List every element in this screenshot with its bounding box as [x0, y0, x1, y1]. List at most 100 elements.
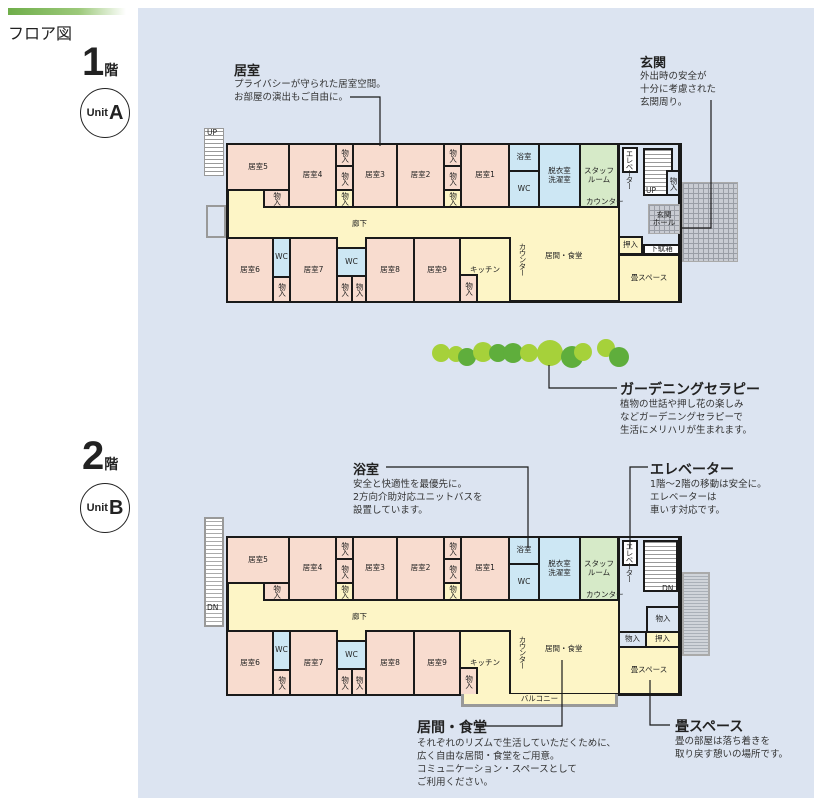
entrance-ramp: [682, 572, 710, 656]
room9: 居室9: [413, 630, 461, 696]
tatami-space-label: 畳スペース: [630, 273, 668, 283]
room2: 居室2: [396, 143, 445, 208]
unit-letter: A: [108, 101, 124, 124]
storage-label: 物入: [448, 564, 458, 578]
room4-label: 居室4: [302, 170, 323, 180]
bath: 浴室: [508, 143, 540, 172]
storage-label: 物入: [448, 541, 458, 555]
callout-line-tatami: [649, 680, 670, 726]
room5-label: 居室5: [248, 161, 268, 171]
wc-label: WC: [517, 183, 531, 193]
room8: 居室8: [365, 630, 415, 696]
entrance-deck: [682, 182, 738, 262]
room3-label: 居室3: [365, 170, 385, 180]
storage-label: 物入: [464, 282, 474, 295]
tree-icon: [503, 343, 523, 363]
storage-label: 物入: [655, 614, 671, 624]
balcony: バルコニー: [461, 694, 618, 707]
staff-counter-label: カウンター: [586, 590, 624, 599]
storage-label: 物入: [340, 148, 350, 162]
tatami-space: 畳スペース: [618, 646, 680, 695]
closet-label: 押入: [623, 240, 638, 250]
unit-letter: B: [108, 496, 124, 519]
tree-icon: [489, 344, 507, 362]
room7: 居室7: [289, 237, 338, 303]
callout-room-desc: プライバシーが守られた居室空間。 お部屋の演出もご自由に。: [234, 79, 386, 103]
storage-label: 物入: [340, 541, 350, 555]
callout-elevator-desc: 1階～2階の移動は安全に。 エレベーターは 車いす対応です。: [650, 479, 767, 516]
callout-line-room: [350, 96, 381, 146]
unit-label: Unit: [86, 502, 108, 514]
callout-bath-title: 浴室: [353, 463, 380, 478]
storage-label: 物入: [340, 675, 350, 689]
storage-label: 物入: [340, 282, 350, 296]
callout-tatami-title: 畳スペース: [675, 719, 744, 735]
storage: 物入: [646, 606, 680, 633]
callout-entrance-desc: 外出時の安全が 十分に考慮された 玄関周り。: [640, 71, 717, 108]
callout-gardening-desc: 植物の世話や押し花の楽しみ などガーデニングセラピーで 生活にメリハリが生まれま…: [620, 399, 753, 436]
room3-label: 居室3: [365, 563, 385, 573]
storage-label: 物入: [448, 585, 458, 598]
wc-label: WC: [345, 256, 358, 266]
callout-line-elevator: [629, 466, 648, 548]
tree-icon: [473, 342, 493, 362]
living-dining-label: 居間・食堂: [545, 644, 583, 653]
room1-label: 居室1: [475, 563, 495, 573]
kitchen-counter-label: カウンター: [518, 636, 527, 669]
storage-label: 物入: [340, 192, 350, 205]
storage-label: 物入: [340, 171, 350, 185]
callout-living-desc: それぞれのリズムで生活していただくために、 広く自由な居間・食堂をご用意。 コミ…: [417, 738, 616, 788]
storage-label: 物入: [464, 675, 474, 688]
storage-label: 物入: [625, 634, 640, 644]
storage-label: 物入: [448, 148, 458, 162]
room9-label: 居室9: [427, 657, 447, 667]
storage-label: 物入: [277, 676, 287, 689]
callout-line-bath: [386, 466, 529, 548]
room1: 居室1: [460, 143, 510, 208]
storage-label: 物入: [448, 192, 458, 205]
room2-label: 居室2: [410, 563, 431, 573]
staff-label: スタッフ ルーム: [584, 559, 614, 577]
tree-icon: [574, 343, 592, 361]
staff: スタッフ ルーム: [579, 143, 619, 208]
floor-suffix: 階: [104, 457, 119, 473]
elevator-label: エレベーター: [625, 543, 634, 582]
unit-label: Unit: [86, 107, 108, 119]
left-stairs-up-label: UP: [207, 128, 218, 137]
storage: 物入: [263, 189, 290, 208]
wc: WC: [336, 640, 367, 670]
callout-tatami-desc: 畳の部屋は落ち着きを 取り戻す憩いの場所です。: [675, 736, 789, 760]
callout-bath-desc: 安全と快適性を最優先に。 2方向介助対応ユニットバスを 設置しています。: [353, 479, 483, 516]
tree-icon: [432, 344, 450, 362]
closet: 押入: [618, 236, 643, 255]
elevator-car: [622, 147, 638, 173]
callout-entrance-title: 玄関: [640, 56, 667, 71]
floor-number: 1: [82, 40, 105, 84]
wc-label: WC: [345, 649, 358, 659]
storage-label: 物入: [355, 282, 365, 296]
wc: WC: [508, 563, 540, 601]
storage-label: 物入: [340, 585, 350, 598]
floor-2-heading: 2階: [82, 434, 118, 479]
storage-label: 物入: [355, 675, 365, 689]
entrance-hall-label: 玄関 ホール: [652, 209, 676, 227]
balcony-label: バルコニー: [520, 693, 559, 703]
staff-counter-label: カウンター: [586, 197, 624, 206]
floor-suffix: 階: [104, 63, 119, 79]
room3: 居室3: [352, 536, 398, 601]
wc-label: WC: [517, 576, 531, 586]
callout-line-entrance: [682, 100, 712, 229]
bath-label: 浴室: [516, 152, 532, 162]
floor-1-heading: 1階: [82, 40, 118, 85]
callout-living-title: 居間・食堂: [417, 720, 487, 736]
closet-label: 押入: [655, 634, 670, 644]
living-dining-label: 居間・食堂: [545, 251, 583, 260]
stairs-left: [204, 128, 224, 176]
stairs-up-label: UP: [646, 186, 657, 195]
storage-label: 物入: [669, 176, 679, 190]
corridor-label: 廊下: [352, 219, 367, 228]
storage-label: 物入: [448, 171, 458, 185]
wc-label: WC: [275, 252, 288, 262]
